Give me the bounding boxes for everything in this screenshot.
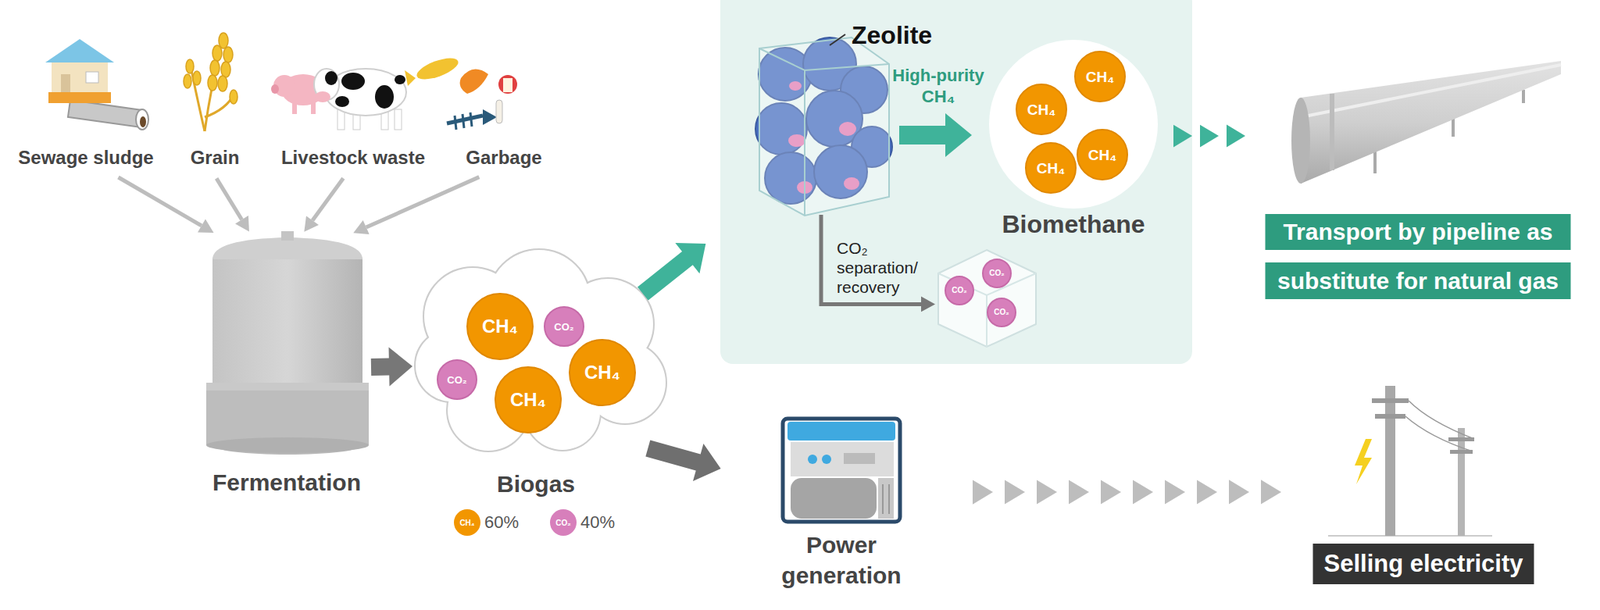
grain-icon — [183, 32, 238, 132]
fermentation-tank — [206, 231, 369, 455]
molecule-label: CH₄ — [1036, 160, 1066, 176]
zeolite-crystal — [755, 34, 893, 216]
molecule-label: CH₄ — [510, 390, 547, 410]
process-panel — [720, 0, 1193, 365]
molecule-label: CO₂ — [446, 375, 467, 386]
legend-swatch: CH₄ — [453, 509, 481, 536]
molecule-label: CO₂ — [989, 269, 1004, 278]
biomethane-circle: BiomethaneCH₄CH₄CH₄CH₄ — [989, 39, 1158, 209]
node-label: Garbage — [465, 146, 542, 170]
molecule-label: CO₂ — [993, 308, 1009, 317]
pipeline — [1291, 60, 1561, 184]
fermentation-tank: Fermentation — [199, 234, 372, 500]
connector — [972, 479, 1282, 504]
edge-label: High-purity CH₄ — [879, 65, 997, 108]
swatch-label: CH₄ — [459, 518, 475, 528]
co2-molecule: CO₂ — [436, 359, 478, 400]
garbage-icon — [404, 53, 518, 130]
node-label: Biomethane — [1001, 209, 1145, 240]
generator — [782, 418, 900, 522]
molecule-label: CH₄ — [584, 363, 621, 383]
node-label: Transport by pipeline as — [1265, 214, 1572, 250]
methane-molecule: CH₄ — [1076, 128, 1129, 181]
molecule-label: CH₄ — [1088, 147, 1118, 163]
connector — [303, 178, 343, 233]
node-label: Grain — [190, 146, 240, 170]
node-label: Power generation — [763, 529, 920, 591]
molecule-label: CH₄ — [482, 317, 518, 336]
node-label: Fermentation — [212, 468, 361, 497]
legend-swatch: CO₂ — [550, 509, 577, 536]
node-label: substitute for natural gas — [1265, 262, 1572, 300]
methane-molecule: CH₄ — [1015, 83, 1068, 136]
livestock-icon — [271, 68, 407, 130]
connector — [117, 177, 214, 233]
legend-text: 60% — [484, 512, 519, 533]
zeolite-crystal: Zeolite — [754, 15, 888, 215]
source-item: Garbage — [449, 31, 559, 176]
co2-molecule: CO₂ — [944, 275, 975, 306]
source-item: Livestock waste — [269, 31, 438, 176]
co2-molecule: CO₂ — [986, 297, 1017, 328]
connector — [353, 177, 479, 235]
power-poles: Selling electricity — [1300, 378, 1547, 586]
sewage-icon — [45, 39, 149, 130]
methane-molecule: CH₄ — [568, 339, 636, 407]
biogas-cloud — [415, 250, 666, 451]
methane-molecule: CH₄ — [466, 292, 534, 361]
connector — [371, 347, 413, 387]
node-label: Selling electricity — [1313, 543, 1535, 585]
molecule-label: CH₄ — [1027, 102, 1057, 118]
co2-molecule: CO₂ — [543, 306, 585, 347]
connector — [645, 439, 721, 482]
power-poles — [1328, 385, 1493, 536]
source-item: Sewage sludge — [11, 31, 161, 176]
source-item: Grain — [175, 31, 254, 176]
connector — [821, 214, 936, 312]
biogas-cloud: Biogas CH₄ CO₂ CO₂ CH₄ CH₄ — [412, 265, 666, 500]
molecule-label: CH₄ — [1085, 69, 1115, 85]
molecule-label: CO₂ — [553, 321, 574, 333]
methane-molecule: CH₄ — [494, 366, 562, 434]
co2-molecule: CO₂ — [982, 258, 1012, 289]
co2-container: CO₂ separation/ recoveryCO₂CO₂CO₂ — [938, 250, 1036, 347]
node-label: CO₂ separation/ recovery — [836, 238, 934, 298]
connector — [637, 242, 706, 301]
pipeline: Transport by pipeline as substitute for n… — [1250, 54, 1586, 301]
methane-molecule: CH₄ — [1025, 142, 1077, 194]
co2-container — [938, 250, 1036, 347]
connector — [1173, 125, 1246, 148]
node-label: Biogas — [496, 470, 575, 499]
node-label: Zeolite — [851, 20, 933, 50]
connector — [899, 113, 972, 158]
generator: Power generation — [773, 410, 911, 594]
methane-molecule: CH₄ — [1074, 50, 1126, 103]
swatch-label: CO₂ — [555, 518, 571, 528]
molecule-label: CO₂ — [951, 286, 967, 295]
connector — [216, 178, 250, 232]
node-label: Sewage sludge — [17, 146, 154, 170]
node-label: Livestock waste — [281, 146, 425, 170]
legend-text: 40% — [580, 512, 615, 533]
